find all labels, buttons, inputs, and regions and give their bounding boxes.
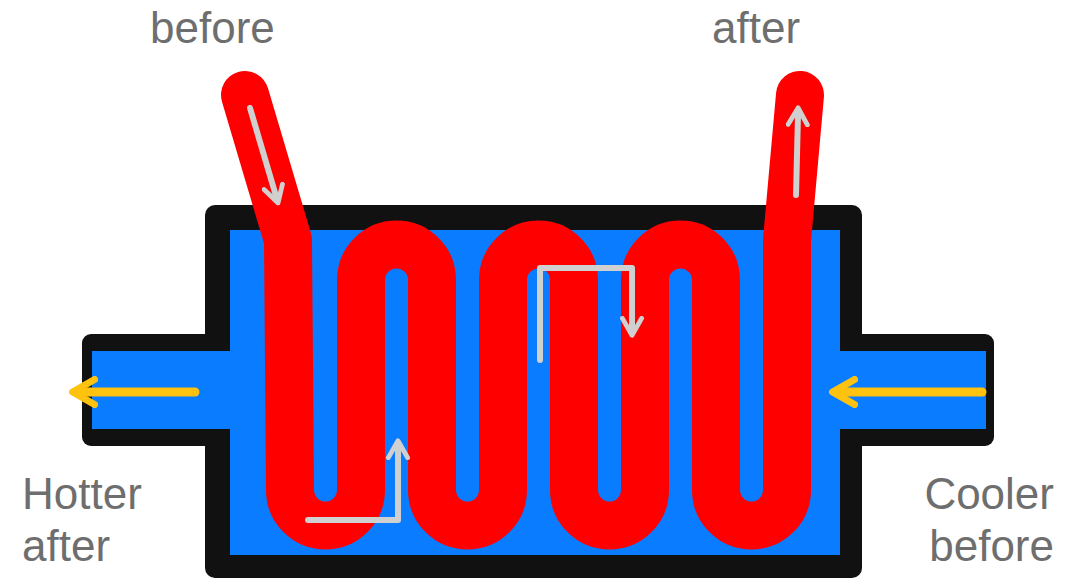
pipe-label: before <box>150 2 350 54</box>
coolant-label: Cooler before <box>872 468 1054 572</box>
inlet-coolant <box>822 351 986 429</box>
flow-arrow <box>540 268 632 360</box>
flow-arrow <box>308 448 398 520</box>
coolant-label: Hotter after <box>22 468 197 572</box>
flow-arrow <box>796 115 798 195</box>
hot-pipe <box>245 95 800 526</box>
coolant-arrow <box>842 388 982 397</box>
pipe-label: after <box>712 2 872 54</box>
flow-arrow <box>250 108 276 196</box>
coolant-arrow <box>82 388 195 397</box>
